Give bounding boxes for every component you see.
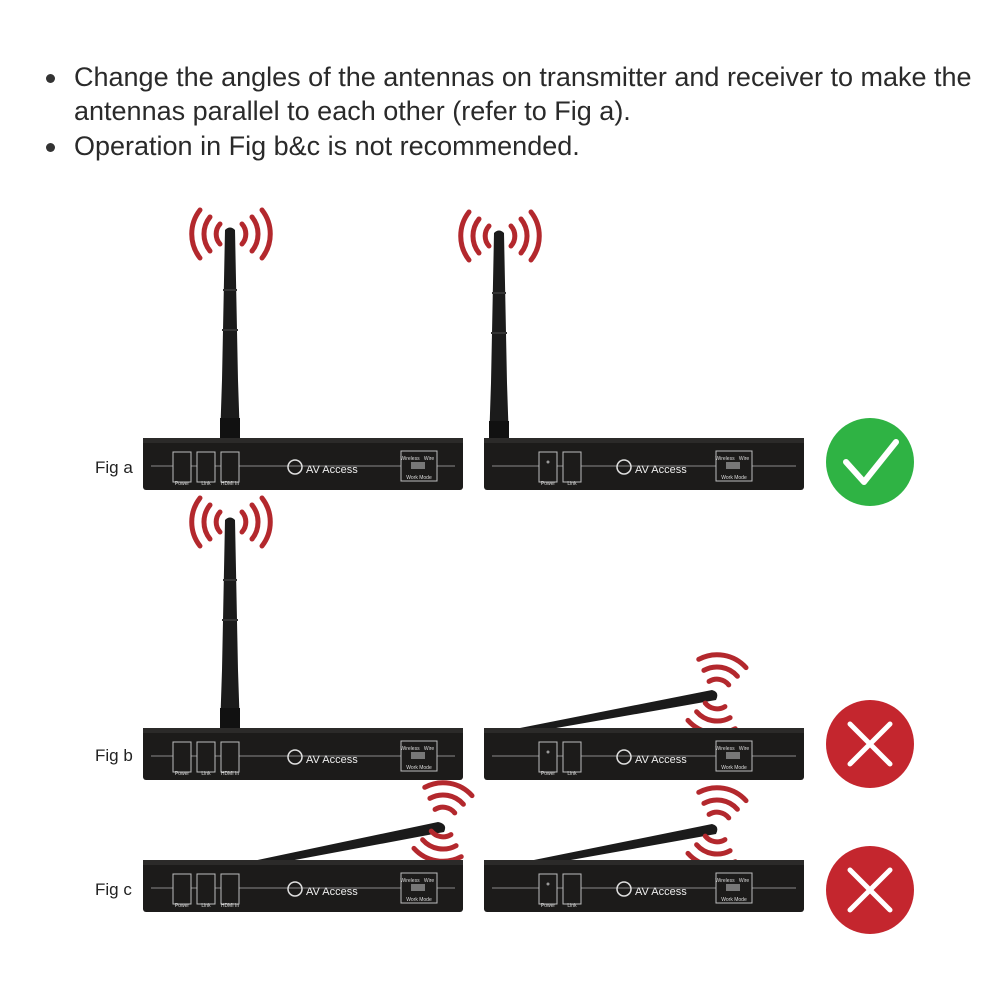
fig-c-receiver: Power Link AV Access Wireless Wire Work … <box>483 859 805 913</box>
brand-logo: AV Access <box>635 886 687 898</box>
port-label: Link <box>201 771 211 777</box>
port-label: Power <box>541 481 556 487</box>
fig-b-transmitter: Power Link HDMI In AV Access Wireless Wi… <box>142 727 464 781</box>
switch-label: Wire <box>424 746 434 752</box>
brand-logo: AV Access <box>635 464 687 476</box>
switch-caption: Work Mode <box>721 897 747 903</box>
switch-label: Wireless <box>715 746 735 752</box>
cross-icon <box>826 846 914 934</box>
fig-c-transmitter-antenna <box>248 822 446 868</box>
fig-b-receiver-antenna <box>520 690 718 734</box>
switch-label: Wireless <box>400 746 420 752</box>
switch-caption: Work Mode <box>721 475 747 481</box>
fig-a-transmitter: Power Link HDMI In AV Access Wireless Wi… <box>142 437 464 491</box>
port-label: Link <box>567 903 577 909</box>
brand-logo: AV Access <box>306 754 358 766</box>
port-label: Power <box>541 771 556 777</box>
fig-a-receiver-antenna <box>488 229 510 444</box>
bullet-icon <box>46 74 55 83</box>
check-icon <box>826 418 914 506</box>
fig-a-transmitter-antenna <box>219 226 241 441</box>
fig-a-label: Fig a <box>95 458 133 477</box>
fig-b-receiver: Power Link AV Access Wireless Wire Work … <box>483 727 805 781</box>
switch-caption: Work Mode <box>406 765 432 771</box>
port-label: Link <box>567 771 577 777</box>
port-label: HDMI In <box>221 771 240 777</box>
brand-logo: AV Access <box>306 464 358 476</box>
port-label: Power <box>175 481 190 487</box>
switch-label: Wireless <box>715 878 735 884</box>
instruction-item: Operation in Fig b&c is not recommended. <box>44 129 974 163</box>
switch-label: Wire <box>739 456 749 462</box>
instruction-text: Change the angles of the antennas on tra… <box>74 62 972 126</box>
fig-c-receiver-signal-icon <box>687 784 748 870</box>
cross-icon <box>826 700 914 788</box>
port-label: Power <box>175 903 190 909</box>
port-label: Power <box>541 903 556 909</box>
switch-caption: Work Mode <box>406 897 432 903</box>
brand-logo: AV Access <box>635 754 687 766</box>
port-label: HDMI In <box>221 481 240 487</box>
port-label: Power <box>175 771 190 777</box>
switch-caption: Work Mode <box>721 765 747 771</box>
switch-caption: Work Mode <box>406 475 432 481</box>
port-label: HDMI In <box>221 903 240 909</box>
switch-label: Wire <box>739 746 749 752</box>
fig-b-label: Fig b <box>95 746 133 765</box>
fig-c-transmitter-signal-icon <box>413 779 474 865</box>
switch-label: Wireless <box>715 456 735 462</box>
bullet-icon <box>46 143 55 152</box>
switch-label: Wireless <box>400 878 420 884</box>
instruction-text: Operation in Fig b&c is not recommended. <box>74 131 580 161</box>
fig-b-transmitter-antenna <box>219 516 241 731</box>
instruction-list: Change the angles of the antennas on tra… <box>44 60 974 164</box>
fig-c-label: Fig c <box>95 880 132 899</box>
fig-c-transmitter: Power Link HDMI In AV Access Wireless Wi… <box>142 859 464 913</box>
port-label: Link <box>201 903 211 909</box>
fig-c-receiver-antenna <box>524 824 718 868</box>
fig-a-receiver: Power Link AV Access Wireless Wire Work … <box>483 437 805 491</box>
brand-logo: AV Access <box>306 886 358 898</box>
switch-label: Wireless <box>400 456 420 462</box>
port-label: Link <box>567 481 577 487</box>
switch-label: Wire <box>424 878 434 884</box>
instruction-item: Change the angles of the antennas on tra… <box>44 60 974 128</box>
switch-label: Wire <box>424 456 434 462</box>
switch-label: Wire <box>739 878 749 884</box>
port-label: Link <box>201 481 211 487</box>
